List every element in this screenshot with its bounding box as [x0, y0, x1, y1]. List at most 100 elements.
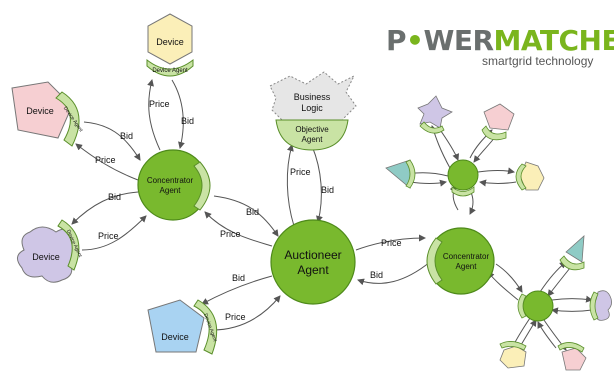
business-logic-line1: Business	[294, 92, 331, 102]
cluster-device-yellow-hexagon	[499, 341, 527, 369]
label-price: Price	[381, 238, 402, 248]
concentrator-right-line1: Concentrator	[443, 252, 490, 261]
logo-o-dot: •	[406, 24, 424, 57]
sub-concentrator-top-circle	[447, 159, 479, 191]
edge-price-concl-devtop	[147, 79, 161, 151]
device-left-top: Device Device Agent	[11, 81, 84, 147]
device-bottom: Device Device Agent	[147, 299, 218, 355]
cluster-device-lavender-star	[417, 95, 453, 134]
logo-matcher: MATCHER	[493, 24, 614, 57]
device-agent-left-bottom	[57, 219, 80, 271]
auctioneer: Auctioneer Agent	[270, 219, 356, 305]
label-bid: Bid	[232, 273, 245, 283]
cluster-device-shape	[483, 103, 515, 131]
business-logic: Business Logic	[269, 71, 357, 129]
auctioneer-circle	[270, 219, 356, 305]
label-bid: Bid	[370, 270, 383, 280]
label-price: Price	[95, 155, 116, 165]
label-bid: Bid	[120, 131, 133, 141]
concentrator-right-circle	[427, 227, 495, 295]
device-left-top-shape	[11, 81, 73, 139]
edge-bid-dev-auct	[201, 275, 273, 305]
edge-bid-obj-auct	[311, 145, 323, 223]
edge-cluster	[551, 295, 593, 303]
label-price: Price	[220, 229, 241, 239]
device-bottom-label: Device	[161, 332, 189, 342]
auctioneer-line2: Agent	[297, 263, 329, 277]
cluster-device-lavender-blob	[589, 290, 612, 321]
edge-cluster	[479, 179, 517, 187]
edge-cluster	[547, 267, 571, 297]
edge-subbot-concr	[487, 271, 519, 301]
device-top-shape	[147, 13, 193, 65]
powermatcher-logo: P•WERMATCHER smartgrid technology	[386, 24, 614, 68]
logo-wer: WER	[423, 24, 494, 57]
cluster-device-teal-triangle	[559, 235, 585, 271]
edge-bid-devtop-concl	[171, 79, 185, 149]
sub-concentrator-top-adapter	[451, 186, 475, 197]
sub-concentrator-bottom-adapter	[517, 293, 527, 319]
label-bid: Bid	[246, 207, 259, 217]
edge-price-auct-concr	[355, 234, 426, 251]
concentrator-right: Concentrator Agent	[426, 227, 495, 295]
cluster-device-agent	[515, 163, 527, 191]
device-agent-bottom	[193, 299, 218, 355]
edge-cluster	[551, 307, 593, 315]
concentrator-left-adapter	[193, 161, 211, 211]
edge-price-concl-devlt	[75, 143, 139, 181]
edge-cluster	[537, 321, 557, 349]
label-bid: Bid	[321, 185, 334, 195]
edge-cluster	[473, 135, 497, 163]
cluster-device-yellow-hexagon	[515, 161, 545, 191]
cluster-device-shape	[385, 159, 411, 189]
cluster-device-pink-pentagon	[557, 342, 587, 371]
device-left-bottom-label: Device	[32, 252, 60, 262]
device-bottom-shape	[147, 299, 205, 353]
device-left-bottom: Device Device Agent	[17, 219, 83, 283]
cluster-device-agent	[481, 125, 507, 141]
edge-price-auct-dev	[211, 295, 281, 331]
concentrator-left: Concentrator Agent	[137, 149, 211, 221]
sub-concentrator-bottom-circle	[522, 290, 554, 322]
cluster-device-agent	[499, 341, 527, 351]
device-top-label: Device	[156, 37, 184, 47]
edge-concr-subbot	[495, 263, 523, 293]
objective-agent-line1: Objective	[295, 125, 329, 134]
objective-agent-line2: Agent	[302, 135, 324, 144]
label-price: Price	[290, 167, 311, 177]
edge-price-auct-obj	[286, 144, 295, 227]
label-bid: Bid	[181, 116, 194, 126]
concentrator-left-line2: Agent	[160, 186, 182, 195]
objective-agent-shape	[275, 119, 349, 151]
business-logic-line2: Logic	[301, 103, 323, 113]
edge-bid-devlt-concl	[83, 121, 141, 161]
device-left-top-label: Device	[26, 106, 54, 116]
edge-cluster	[477, 167, 515, 175]
edge-bid-concl-devlb	[71, 191, 139, 225]
edge-bid-concl-auct	[213, 195, 279, 237]
sub-concentrator-top	[447, 159, 479, 197]
label-price: Price	[225, 312, 246, 322]
logo-tagline: smartgrid technology	[482, 54, 594, 68]
edge-price-auct-concl	[204, 211, 273, 247]
cluster-device-agent	[405, 159, 416, 189]
cluster-device-teal-triangle	[385, 159, 416, 189]
label-bid: Bid	[108, 192, 121, 202]
edge-cluster	[539, 261, 567, 293]
cluster-device-agent	[419, 121, 445, 134]
cluster-device-agent	[557, 342, 585, 353]
concentrator-right-line2: Agent	[456, 262, 478, 271]
cluster-device-shape	[565, 235, 585, 263]
concentrator-right-adapter	[426, 237, 443, 285]
cluster-device-agent	[589, 291, 599, 321]
auctioneer-line1: Auctioneer	[284, 248, 341, 262]
edge-price-devlb-concl	[81, 215, 147, 251]
edge-cluster	[409, 179, 447, 187]
device-agent-top	[146, 58, 194, 77]
edge-bid-concr-auct	[357, 261, 431, 286]
concentrator-left-line1: Concentrator	[147, 176, 194, 185]
cluster-device-agent	[559, 255, 585, 271]
device-agent-left-top	[55, 91, 80, 147]
cluster-device-pink-pentagon	[481, 103, 515, 141]
